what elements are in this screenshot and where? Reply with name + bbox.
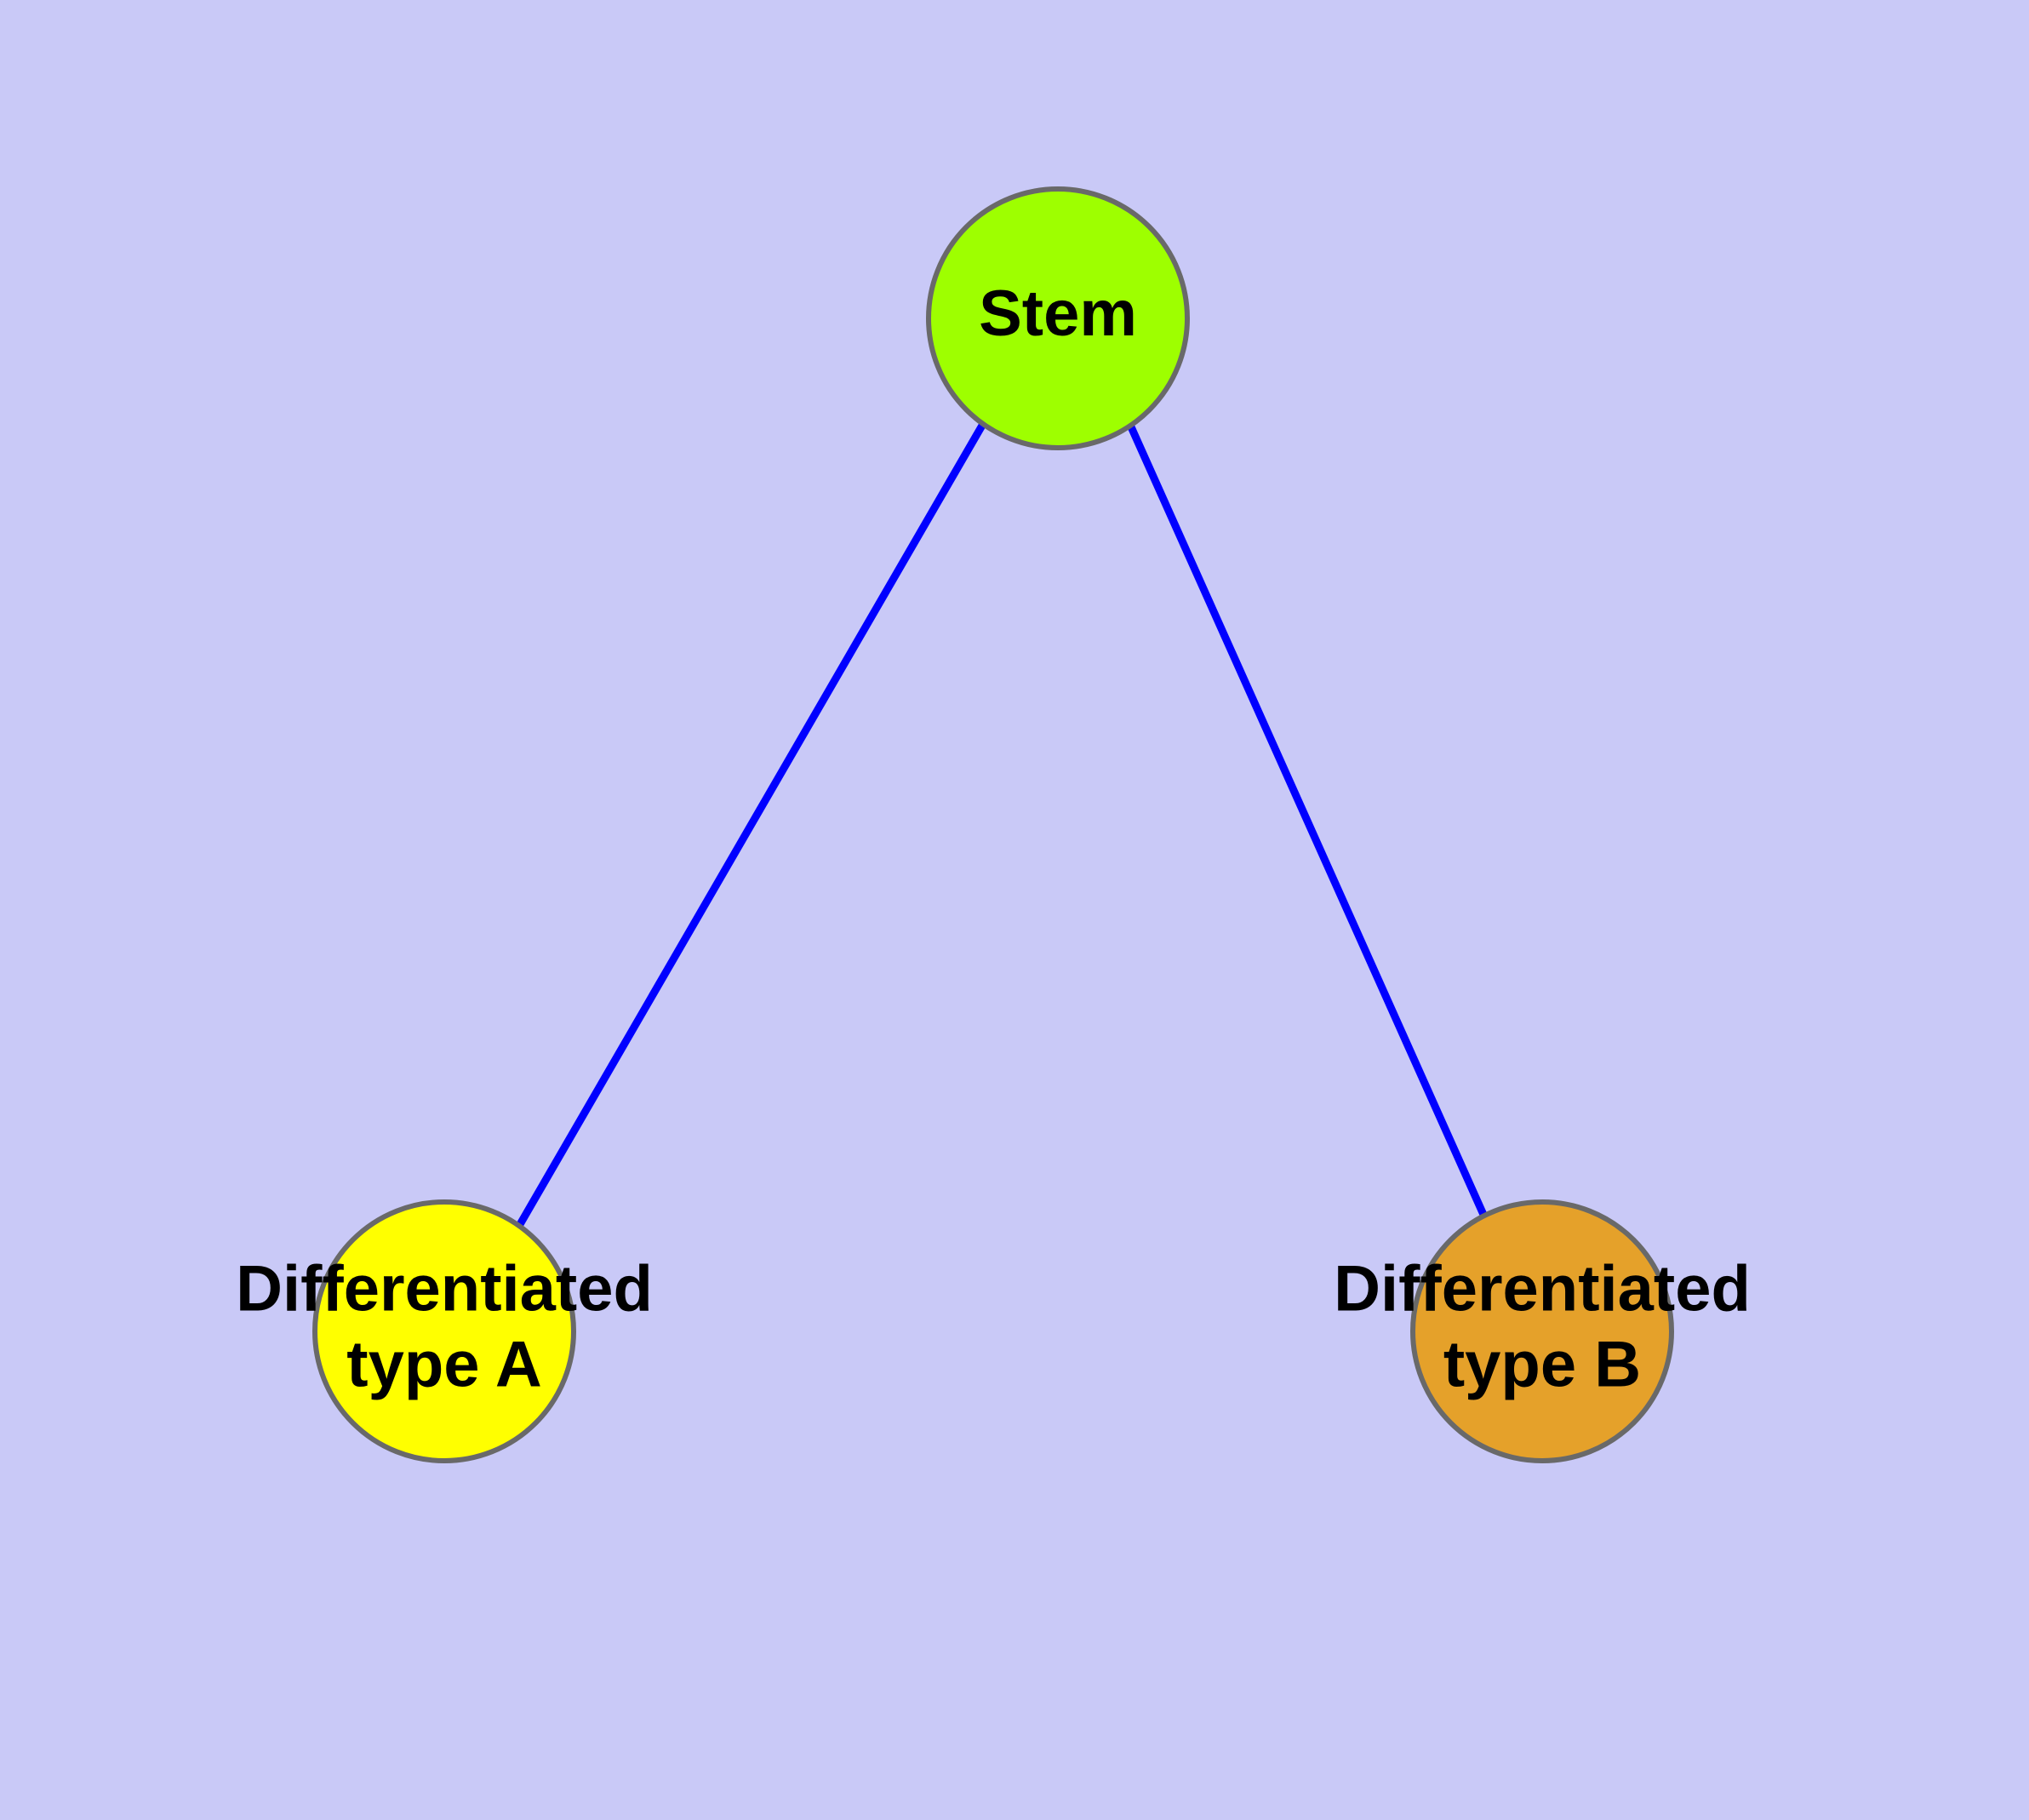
- node-circle-diff-b[interactable]: [1410, 1199, 1674, 1463]
- edges-group: [516, 421, 1492, 1228]
- node-label-diff-a-line2: type A: [346, 1329, 541, 1401]
- node-circle-diff-a[interactable]: [312, 1199, 576, 1463]
- node-circle-stem[interactable]: [926, 186, 1190, 450]
- node-label-diff-b-line2: type B: [1443, 1329, 1641, 1401]
- node-label-stem-line1: Stem: [979, 278, 1137, 350]
- node-stem[interactable]: Stem: [926, 186, 1190, 450]
- node-label-diff-b-line1: Differentiated: [1334, 1253, 1751, 1325]
- node-label-diff-a-line1: Differentiated: [236, 1253, 653, 1325]
- edge-stem-to-diff-a[interactable]: [516, 421, 986, 1228]
- edge-stem-to-diff-b[interactable]: [1125, 421, 1492, 1226]
